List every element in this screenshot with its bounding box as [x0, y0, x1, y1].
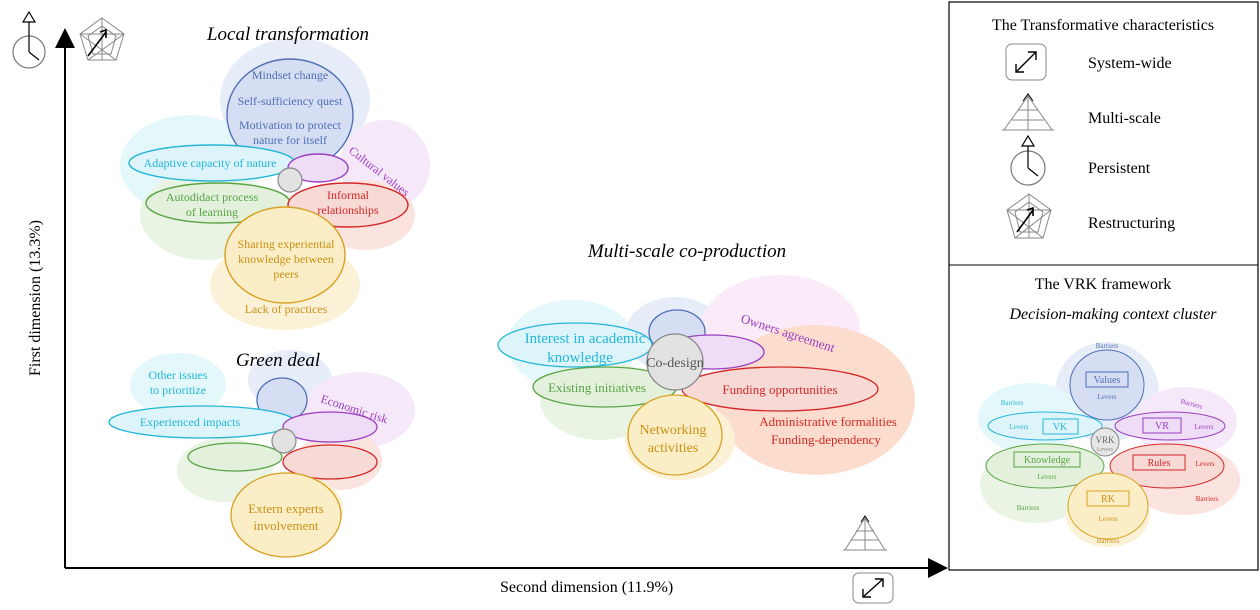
green-rk-line2: involvement — [254, 518, 319, 533]
multi-scale-icon — [843, 515, 887, 551]
legend-multi-scale-icon — [1002, 93, 1054, 131]
restructuring-icon — [79, 17, 125, 61]
mini-vr-box — [1142, 417, 1182, 434]
local-vk-label: Adaptive capacity of nature — [144, 156, 277, 170]
mini-rules-barriers: Barriers — [1196, 495, 1219, 503]
mini-vr-levers: Levers — [1194, 423, 1213, 431]
mini-rk-box — [1086, 490, 1130, 507]
local-rk-line2: knowledge between — [238, 252, 334, 266]
green-deal-title: Green deal — [236, 350, 320, 371]
x-axis-label: Second dimension (11.9%) — [500, 579, 673, 596]
legend-persistent-label: Persistent — [1088, 160, 1151, 177]
multi-rk-line2: activities — [648, 441, 699, 456]
local-values-line4: nature for itself — [253, 133, 327, 147]
legend-persistent-icon — [1010, 134, 1046, 186]
multi-scale-title: Multi-scale co-production — [587, 241, 786, 262]
green-vk-barrier-line2: to prioritize — [150, 383, 206, 397]
mini-knowledge-levers: Levers — [1037, 473, 1056, 481]
green-vk-barrier-line1: Other issues — [149, 368, 208, 382]
multi-rk-ellipse — [627, 394, 723, 476]
mini-rules-levers: Levers — [1195, 460, 1214, 468]
legend-system-wide-label: System-wide — [1088, 55, 1172, 72]
green-vr-ellipse — [282, 411, 378, 443]
local-rk-line3: peers — [273, 267, 299, 281]
local-knowledge-line2: of learning — [186, 205, 238, 219]
multi-scale-cluster: Multi-scale co-production Co-design Inte… — [497, 241, 915, 480]
legend-multi-scale-label: Multi-scale — [1088, 110, 1161, 127]
mini-values-ellipse — [1069, 349, 1145, 421]
legend-vrk-subtitle: Decision-making context cluster — [1008, 306, 1217, 323]
mini-rk-label: RK — [1101, 494, 1116, 505]
vrk-mini-diagram: Barriers Values Levers Barriers Levers V… — [978, 342, 1240, 547]
y-axis-label: First dimension (13.3%) — [27, 220, 44, 376]
mini-vk-label: VK — [1053, 422, 1068, 433]
mini-rules-label: Rules — [1148, 458, 1171, 469]
local-values-line2: Self-sufficiency quest — [238, 94, 343, 108]
mini-values-barriers: Barriers — [1096, 342, 1119, 350]
green-vk-barrier-blob — [130, 353, 226, 417]
mini-vk-levers: Levers — [1009, 423, 1028, 431]
mini-values-label: Values — [1094, 375, 1121, 386]
mini-values-levers: Levers — [1097, 393, 1116, 401]
local-transformation-title: Local transformation — [206, 24, 369, 45]
rk-ellipse — [224, 206, 346, 304]
local-rules-line1: Informal — [327, 188, 370, 202]
legend-system-wide-icon — [1005, 43, 1047, 81]
mini-vrk-label: VRK — [1095, 435, 1115, 445]
mini-rk-levers: Levers — [1098, 515, 1117, 523]
green-rules-ellipse — [282, 444, 378, 480]
mini-knowledge-box — [1013, 451, 1081, 468]
local-rk-barrier: Lack of practices — [245, 302, 328, 316]
multi-vk-line1: Interest in academic — [525, 331, 646, 347]
local-rk-line1: Sharing experiential — [238, 237, 336, 251]
green-rk-ellipse — [230, 472, 342, 558]
mini-vrk-circle — [1090, 427, 1120, 457]
multi-center-label: Co-design — [646, 356, 704, 371]
mini-vk-ellipse — [987, 411, 1103, 441]
legend-restructuring-label: Restructuring — [1088, 215, 1175, 232]
local-values-line1: Mindset change — [252, 68, 328, 82]
legend-panel: The Transformative characteristics Syste… — [948, 1, 1259, 571]
green-deal-cluster: Green deal Other issues to prioritize Ex… — [108, 350, 415, 558]
mini-knowledge-label: Knowledge — [1024, 455, 1071, 466]
mini-vk-box — [1042, 418, 1079, 435]
multi-rules-barrier-line2: Funding-dependency — [771, 432, 881, 447]
mini-vk-barriers: Barriers — [1001, 399, 1024, 407]
mini-vr-label: VR — [1155, 421, 1169, 432]
mini-knowledge-ellipse — [985, 443, 1105, 489]
local-values-line3: Motivation to protect — [239, 118, 342, 132]
multi-knowledge-label: Existing initiatives — [548, 380, 646, 395]
mini-knowledge-barriers: Barriers — [1017, 504, 1040, 512]
local-knowledge-line1: Autodidact process — [166, 190, 259, 204]
mini-rk-barriers: Barriers — [1097, 537, 1120, 545]
local-transformation-cluster: Local transformation Mindset change Self… — [120, 24, 430, 330]
multi-vk-line2: knowledge — [547, 350, 613, 366]
green-vk-label: Experienced impacts — [140, 415, 241, 429]
system-wide-icon — [852, 572, 894, 604]
green-center-circle — [271, 428, 297, 454]
legend-characteristics-title: The Transformative characteristics — [992, 17, 1214, 34]
persistent-icon — [12, 10, 46, 69]
axes: Second dimension (11.9%) First dimension… — [27, 28, 948, 596]
multi-rules-barrier-line1: Administrative formalities — [759, 414, 897, 429]
multi-rules-label: Funding opportunities — [722, 382, 837, 397]
legend-restructuring-icon — [1006, 193, 1052, 239]
legend-vrk-title: The VRK framework — [1035, 276, 1172, 293]
green-rk-line1: Extern experts — [248, 501, 323, 516]
mini-values-box — [1085, 371, 1129, 388]
multi-center-circle — [646, 333, 704, 391]
mini-rules-box — [1132, 454, 1186, 471]
multi-rk-line1: Networking — [640, 423, 707, 438]
vrk-center-circle — [277, 167, 303, 193]
mini-vrk-levers: Levers — [1097, 447, 1114, 453]
green-knowledge-ellipse — [187, 442, 283, 472]
local-rules-line2: relationships — [317, 203, 379, 217]
